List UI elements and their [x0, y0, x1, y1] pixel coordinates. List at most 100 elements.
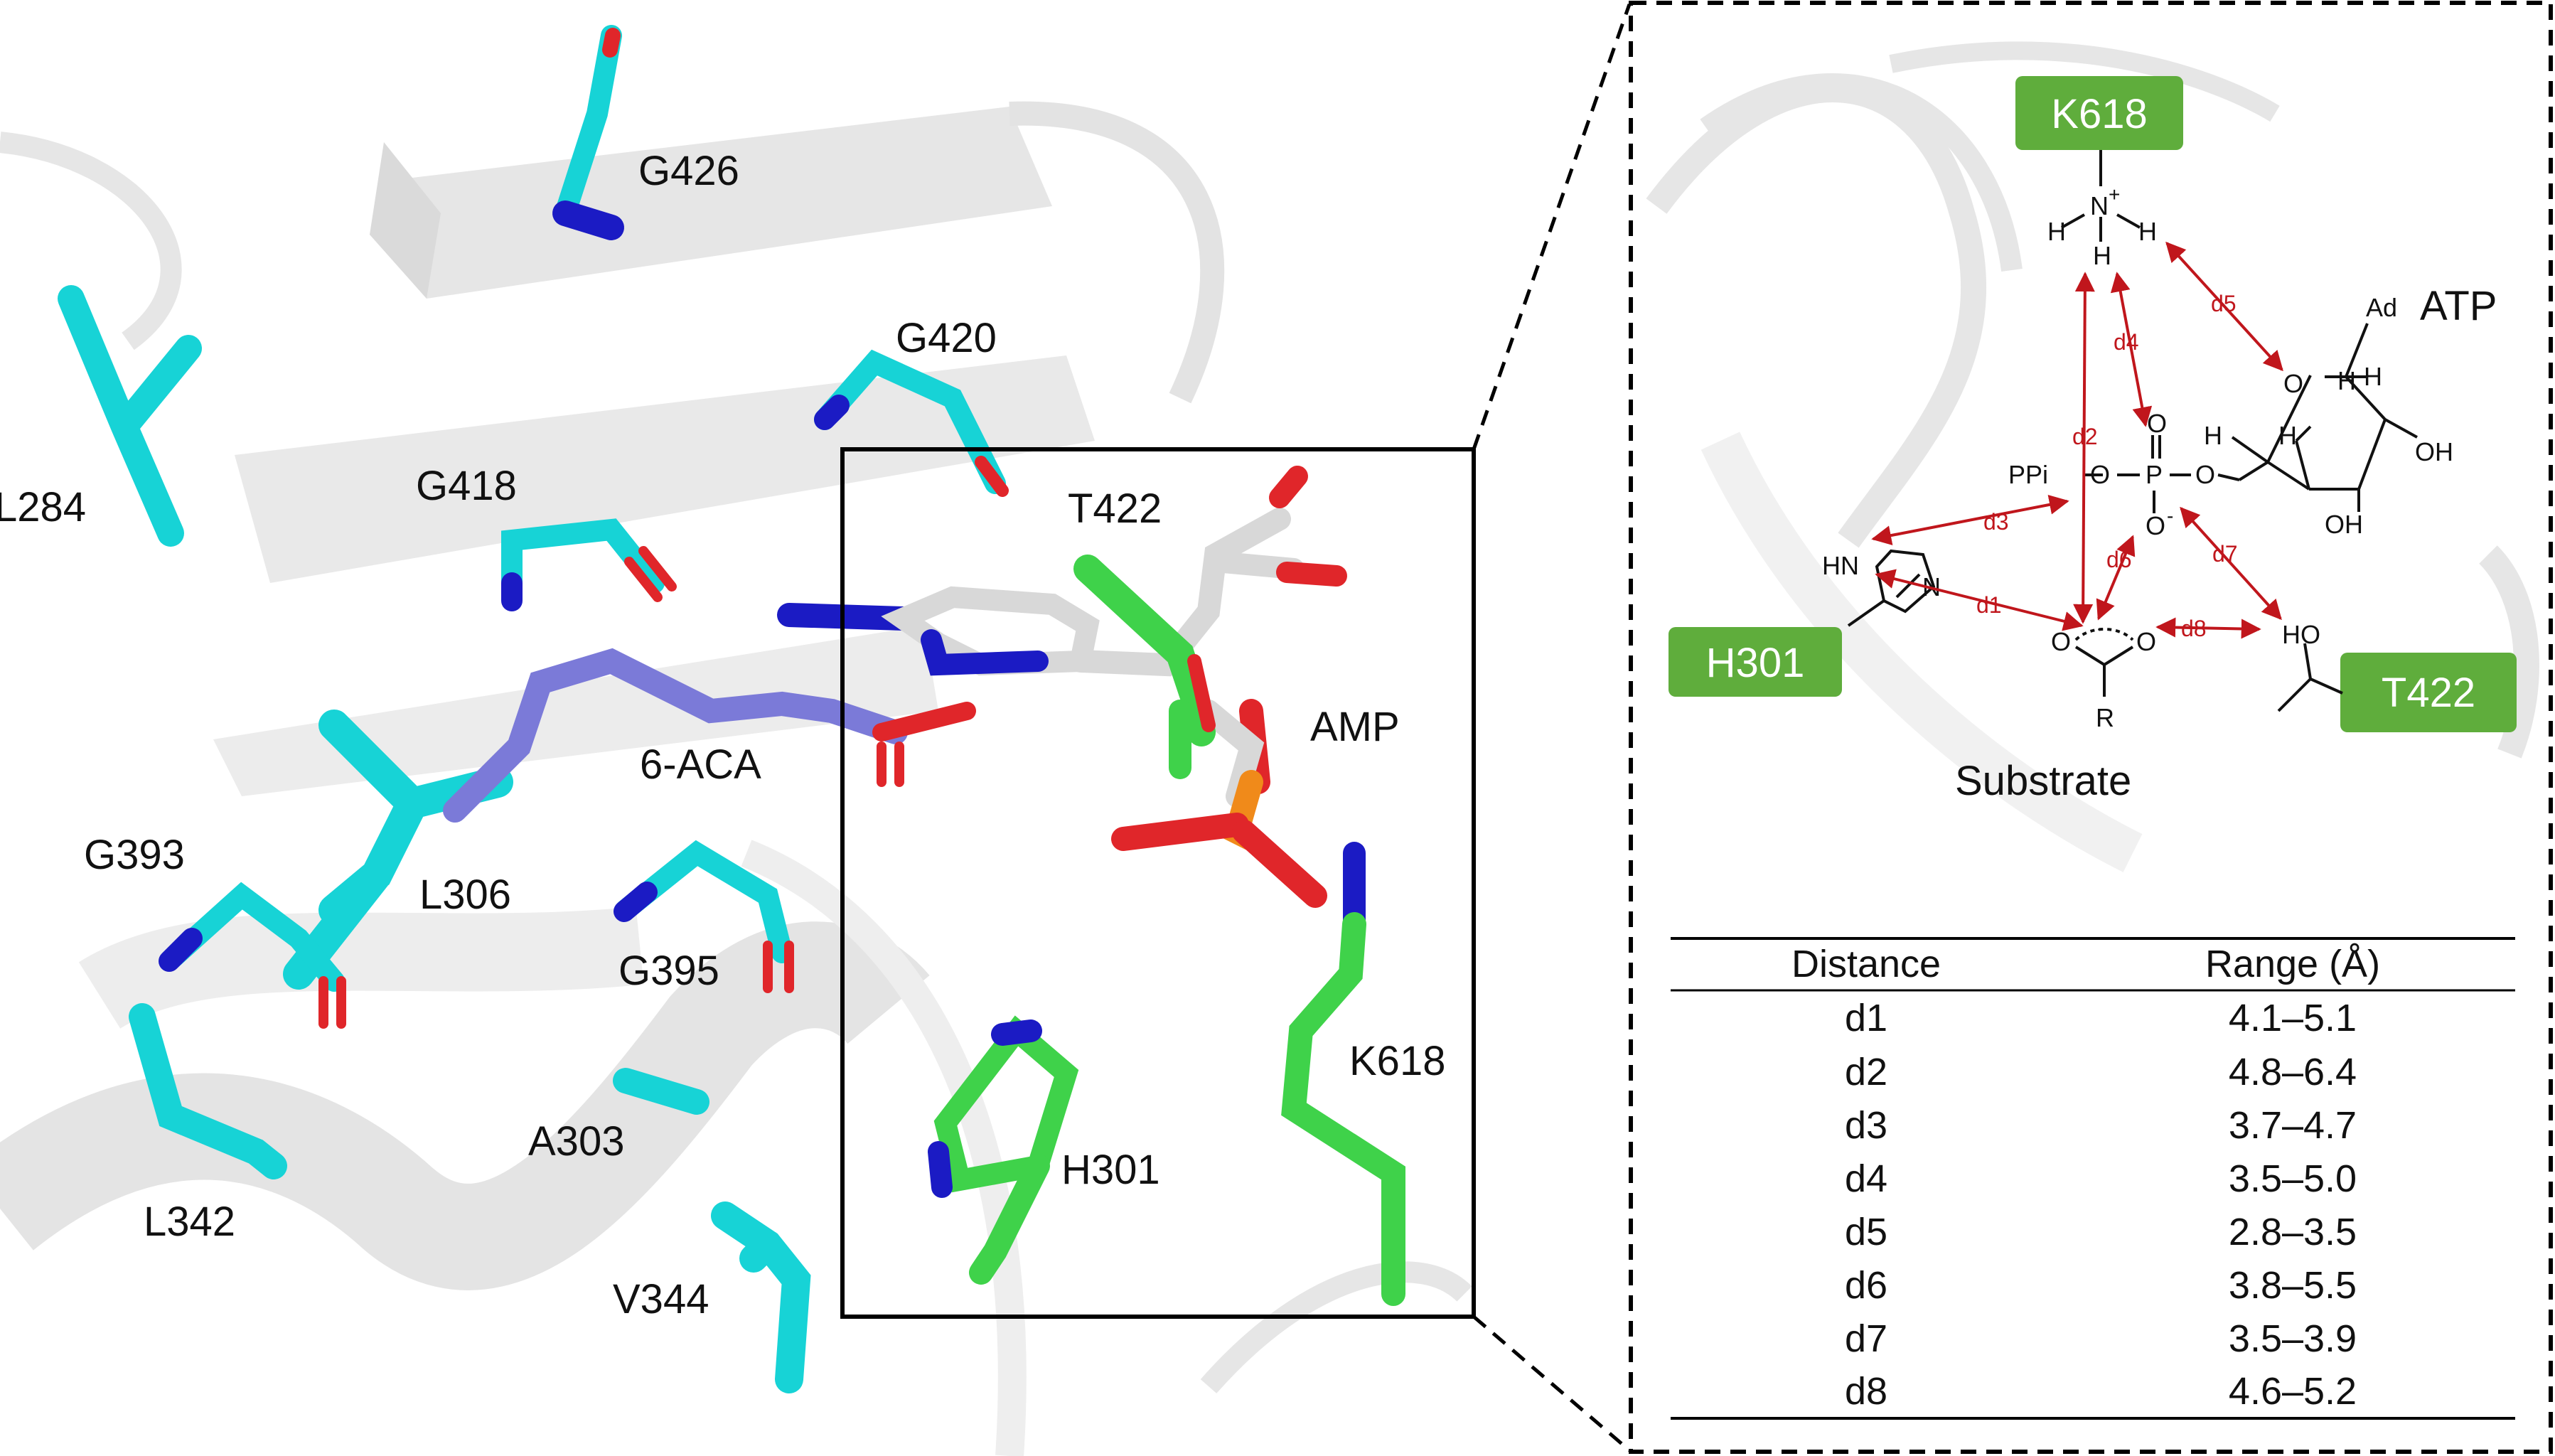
ligand-amp: [777, 466, 1347, 908]
beta-sheet-ribbon-4: [213, 626, 938, 796]
atom-h4: H: [2278, 421, 2297, 450]
residue-k618: [1281, 842, 1405, 1306]
label-g418: G418: [416, 463, 517, 509]
loop-ribbon: [1009, 101, 1225, 404]
svg-text:d3: d3: [1845, 1104, 1887, 1147]
atom-o-top: O: [2147, 409, 2167, 438]
svg-text:d4: d4: [1845, 1157, 1887, 1200]
sidechain-g426-n: [552, 200, 624, 240]
tag-k618-label: K618: [2051, 91, 2147, 137]
sidechain-a303: [613, 1068, 709, 1115]
tag-t422-label: T422: [2382, 670, 2475, 716]
atom-o-bridge2: O: [2195, 460, 2215, 489]
substrate-label: Substrate: [1955, 758, 2131, 804]
sidechain-g393-n: [159, 928, 203, 972]
svg-text:d7: d7: [1845, 1317, 1887, 1360]
sidechain-g395: [615, 840, 793, 963]
atom-n-amine: N: [2090, 191, 2109, 220]
chem-atoms: Ad OH OH O H H H H PPi O P O O O - N + H…: [1822, 183, 2453, 732]
sidechain-g393: [160, 882, 345, 992]
residue-h301: [928, 1015, 1079, 1285]
dist-label-d6: d6: [2106, 547, 2132, 572]
sidechain-g395-n: [614, 882, 658, 922]
label-v344: V344: [613, 1276, 709, 1322]
atom-nh-h3: H: [2093, 241, 2111, 270]
loop-ribbon-mid: [741, 840, 1027, 1456]
label-l306: L306: [419, 872, 511, 918]
active-site-box: [840, 447, 1476, 1319]
label-l284: L284: [0, 484, 86, 530]
svg-text:4.1–5.1: 4.1–5.1: [2229, 997, 2357, 1039]
dist-label-d3: d3: [1983, 509, 2009, 535]
residue-labels: G426 G420 L284 G418 T422 6-ACA AMP G393 …: [0, 148, 1445, 1322]
atom-o-bridge1: O: [2090, 460, 2110, 489]
svg-text:4.6–5.2: 4.6–5.2: [2229, 1370, 2357, 1413]
dist-label-d4: d4: [2114, 329, 2139, 355]
sidechain-l342: [129, 1003, 287, 1179]
atp-label: ATP: [2420, 283, 2497, 329]
svg-text:d6: d6: [1845, 1264, 1887, 1307]
atom-ho: HO: [2282, 620, 2320, 649]
beta-sheet-ribbon: [412, 107, 1052, 299]
svg-text:d5: d5: [1845, 1211, 1887, 1253]
sidechain-g395-o: [763, 941, 794, 993]
beta-sheet-ribbon-3: [235, 355, 1095, 583]
scheme-panel-frame: [1629, 1, 2553, 1454]
sidechain-g418-o: [624, 546, 677, 602]
residue-t422: [1073, 555, 1216, 779]
sidechain-g393-o: [318, 976, 346, 1029]
atom-oh1: OH: [2415, 437, 2453, 466]
dist-label-d8: d8: [2181, 616, 2207, 641]
svg-text:2.8–3.5: 2.8–3.5: [2229, 1211, 2357, 1253]
table-row: d3 3.7–4.7: [1845, 1104, 2357, 1147]
scheme-background-ribbons: [1646, 41, 2539, 872]
beta-sheet-ribbon-2: [370, 142, 441, 299]
atom-o-c2: O: [2136, 627, 2156, 656]
atom-h3: H: [2204, 421, 2222, 450]
label-l342: L342: [144, 1199, 235, 1245]
dist-label-d1: d1: [1976, 592, 2002, 618]
distance-arrows: [1871, 241, 2283, 639]
label-a303: A303: [528, 1118, 624, 1165]
sidechain-g420-o: [975, 456, 1009, 497]
table-row: d4 3.5–5.0: [1845, 1157, 2357, 1200]
label-g426: G426: [638, 148, 739, 194]
label-6-aca: 6-ACA: [640, 742, 761, 788]
svg-text:d1: d1: [1845, 997, 1887, 1039]
tag-h301-label: H301: [1706, 640, 1805, 686]
tag-h301: H301: [1668, 627, 1842, 697]
table-row: d1 4.1–5.1: [1845, 997, 2357, 1039]
label-h301: H301: [1061, 1147, 1160, 1193]
distance-labels: d1 d2 d3 d4 d5 d6 d7 d8: [1976, 291, 2238, 641]
sidechain-g420-n: [814, 395, 850, 430]
atom-ring-o: O: [2283, 369, 2303, 398]
atom-nplus: +: [2109, 183, 2120, 205]
chem-bonds: [1847, 150, 2418, 712]
svg-text:d2: d2: [1845, 1051, 1887, 1093]
atom-minus-p: -: [2167, 505, 2173, 527]
svg-text:3.8–5.5: 3.8–5.5: [2229, 1264, 2357, 1307]
table-row: d6 3.8–5.5: [1845, 1264, 2357, 1307]
dist-label-d2: d2: [2072, 424, 2098, 449]
atom-minus-c: -: [2097, 617, 2104, 639]
atom-ad: Ad: [2366, 293, 2397, 322]
label-g393: G393: [84, 832, 185, 878]
sidechain-l284: [58, 285, 202, 547]
atom-oh2: OH: [2325, 510, 2363, 539]
atom-o-minus: O: [2146, 511, 2165, 540]
table-row: d5 2.8–3.5: [1845, 1211, 2357, 1253]
table-row: d2 4.8–6.4: [1845, 1051, 2357, 1093]
sidechain-v344: [711, 1201, 811, 1393]
atom-r: R: [2096, 703, 2114, 732]
loop-ribbon-bottom: [1200, 1261, 1472, 1393]
table-row: d7 3.5–3.9: [1845, 1317, 2357, 1360]
atom-h1: H: [2337, 366, 2356, 395]
label-t422: T422: [1068, 486, 1162, 532]
label-amp: AMP: [1310, 704, 1400, 750]
ligand-6-aca: [443, 648, 976, 823]
dist-label-d7: d7: [2212, 541, 2238, 567]
zoom-line-bottom: [1472, 1315, 1631, 1452]
atom-ppi: PPi: [2008, 460, 2048, 489]
atom-nh-h1: H: [2047, 217, 2066, 246]
